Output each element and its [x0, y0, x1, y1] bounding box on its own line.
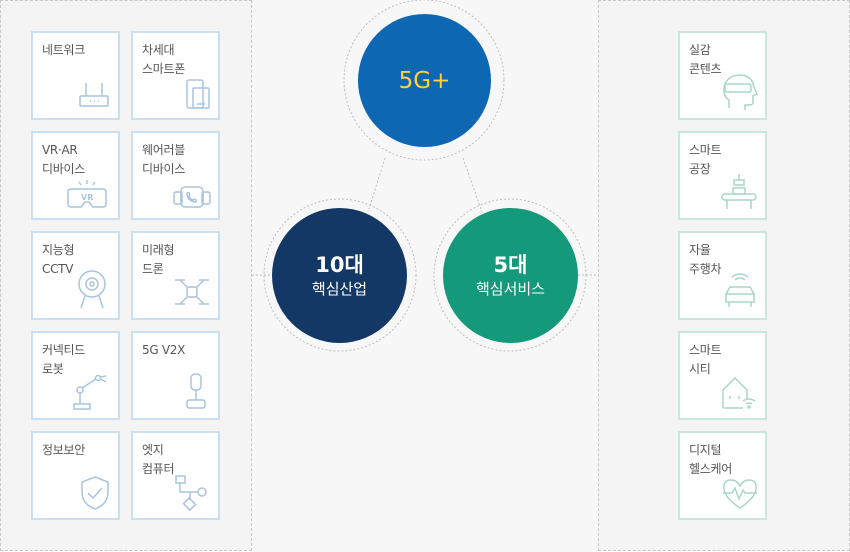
industry-label: 지능형 CCTV	[42, 243, 75, 276]
service-label: 스마트 공장	[689, 143, 722, 176]
service-card-smart-factory: 스마트 공장	[678, 131, 767, 220]
shield-check-icon	[81, 476, 109, 510]
joystick-icon	[186, 373, 206, 409]
industry-label: VR·AR 디바이스	[42, 143, 85, 176]
industry-card-v2x: 5G V2X	[131, 331, 220, 420]
industry-label: 5G V2X	[142, 343, 186, 357]
smartphone-icon	[186, 79, 210, 109]
industry-card-drone: 미래형 드론	[131, 231, 220, 320]
link-top-right	[462, 157, 483, 213]
industry-label: 네트워크	[42, 43, 85, 57]
robot-arm-icon	[73, 374, 107, 410]
svg-text:VR: VR	[81, 193, 93, 202]
service-label: 실감 콘텐츠	[689, 43, 722, 76]
industry-card-cctv: 지능형 CCTV	[31, 231, 120, 320]
cctv-camera-icon	[78, 270, 106, 309]
industry-card-edge: 엣지 컴퓨터	[131, 431, 220, 520]
vr-head-icon	[723, 74, 758, 110]
industry-card-vr-ar: VR·AR 디바이스 VR	[31, 131, 120, 220]
industry-label: 웨어러블 디바이스	[142, 143, 185, 176]
service-label: 자율 주행차	[689, 243, 722, 276]
service-card-smart-city: 스마트 시티	[678, 331, 767, 420]
smartwatch-icon	[173, 186, 211, 208]
core-services-title: 5대	[493, 252, 528, 277]
drone-icon	[175, 279, 209, 305]
service-label: 스마트 시티	[689, 343, 722, 376]
industry-label: 차세대 스마트폰	[142, 43, 185, 76]
industry-card-smartphone: 차세대 스마트폰	[131, 31, 220, 120]
router-icon	[79, 83, 109, 107]
service-card-immersive-content: 실감 콘텐츠	[678, 31, 767, 120]
core-services-circle: 5대 핵심서비스	[443, 208, 578, 343]
connected-car-icon	[725, 273, 755, 307]
left-circle-ring	[263, 198, 417, 352]
industry-card-wearable: 웨어러블 디바이스	[131, 131, 220, 220]
industry-card-network: 네트워크	[31, 31, 120, 120]
industry-card-robot: 커넥티드 로봇	[31, 331, 120, 420]
hub-5g-plus-circle: 5G+	[358, 14, 491, 147]
top-circle-ring	[343, 0, 505, 161]
factory-conveyor-icon	[721, 174, 757, 209]
network-nodes-icon	[175, 475, 207, 512]
core-industries-circle: 10대 핵심산업	[272, 208, 407, 343]
industry-card-security: 정보보안	[31, 431, 120, 520]
heart-pulse-icon	[723, 479, 757, 509]
core-services-subtitle: 핵심서비스	[475, 279, 545, 298]
industry-label: 정보보안	[42, 443, 85, 457]
service-label: 디지털 헬스케어	[689, 443, 732, 476]
industry-label: 엣지 컴퓨터	[142, 443, 175, 476]
service-card-autonomous-car: 자율 주행차	[678, 231, 767, 320]
core-industries-title: 10대	[315, 252, 364, 277]
vr-headset-icon: VR	[67, 180, 107, 208]
industry-label: 미래형 드론	[142, 243, 175, 276]
industry-label: 커넥티드 로봇	[42, 343, 85, 376]
smart-home-icon	[722, 376, 756, 409]
hub-title: 5G+	[398, 67, 451, 94]
link-top-left	[367, 157, 386, 213]
service-card-digital-healthcare: 디지털 헬스케어	[678, 431, 767, 520]
core-industries-subtitle: 핵심산업	[311, 279, 368, 298]
